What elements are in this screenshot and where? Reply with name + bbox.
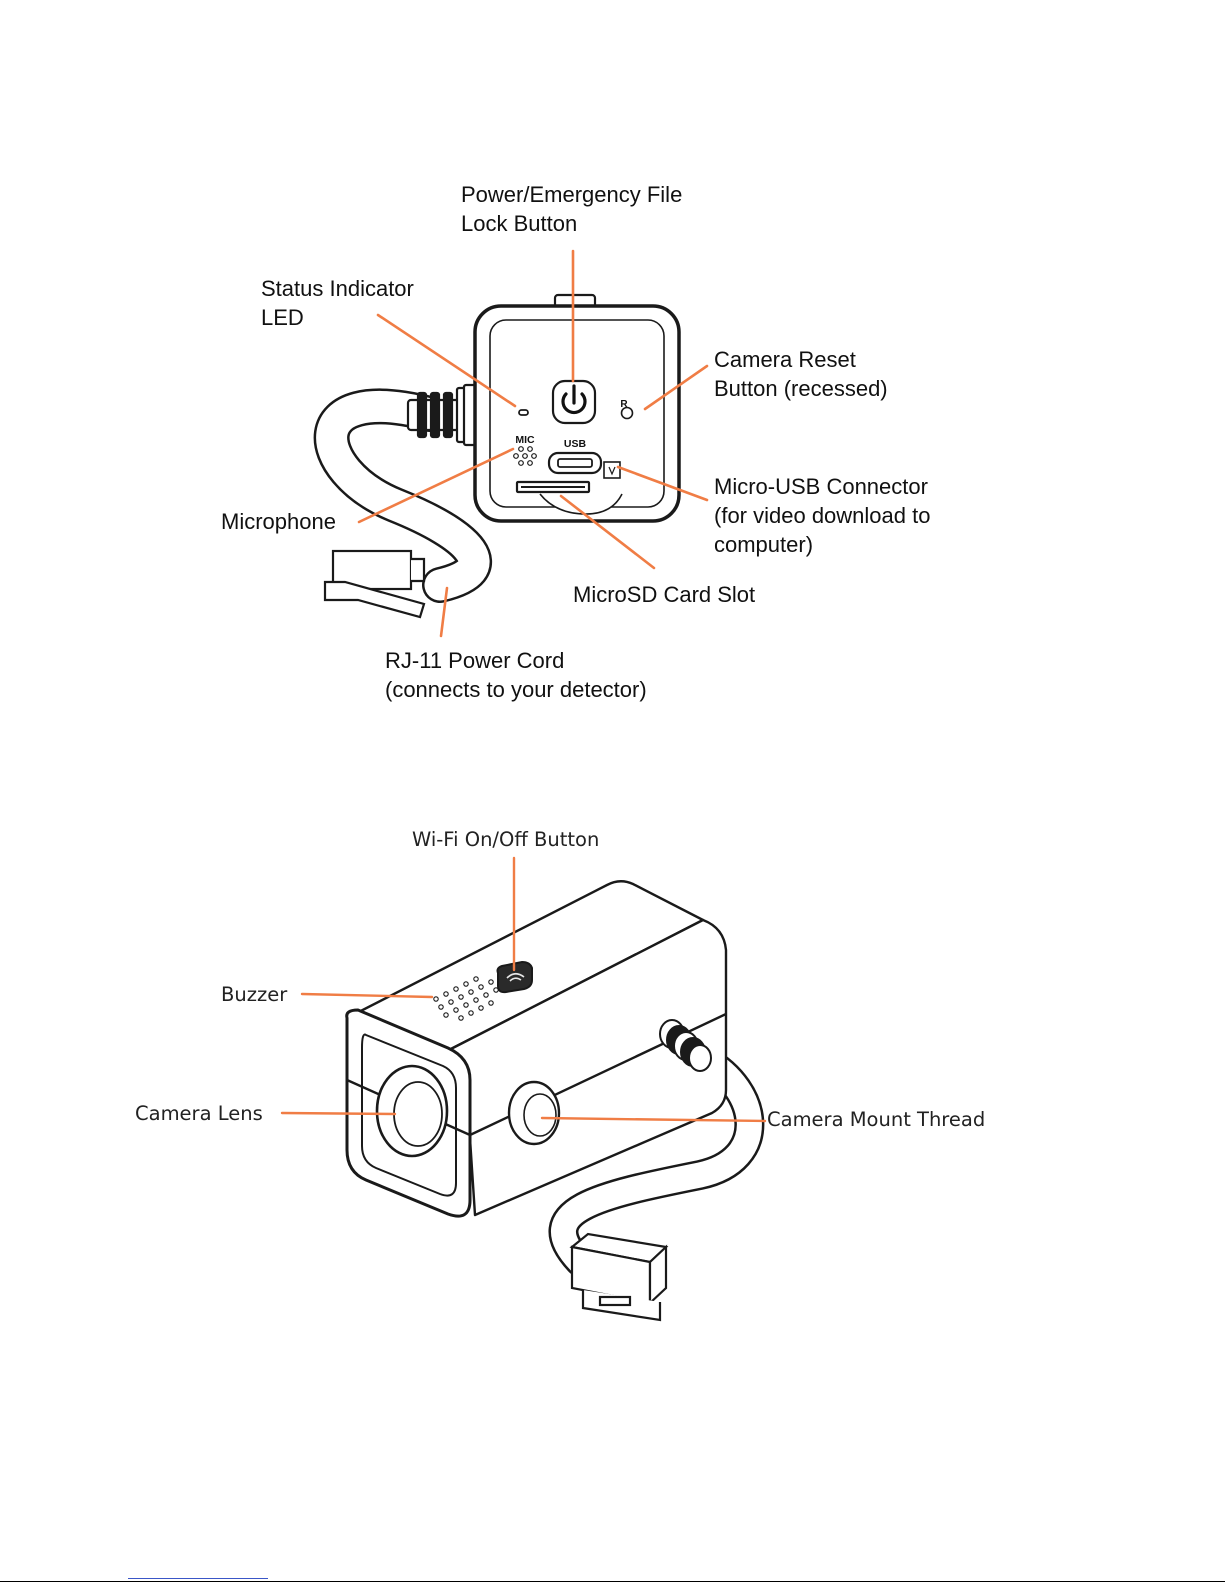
camera-lens-icon: [377, 1066, 447, 1156]
power-label-line: Lock Button: [461, 209, 682, 238]
microsd-slot-icon: [517, 482, 589, 492]
microphone-label: Microphone: [221, 507, 336, 536]
rj11-plug-icon: [325, 551, 424, 617]
power-cord-label-line: (connects to your detector): [385, 675, 647, 704]
mic-mark: MIC: [515, 434, 535, 446]
power-label-line: Power/Emergency File: [461, 180, 682, 209]
status-led-label: Status Indicator LED: [261, 274, 414, 332]
power-button-label: Power/Emergency File Lock Button: [461, 180, 682, 238]
camera-perspective-diagram: [0, 790, 1225, 1350]
usb-mark: USB: [564, 438, 587, 450]
reset-label-line: Button (recessed): [714, 374, 888, 403]
power-cord-label: RJ-11 Power Cord (connects to your detec…: [385, 646, 647, 704]
power-button: [553, 381, 595, 423]
mount-thread-label: Camera Mount Thread: [767, 1108, 985, 1132]
power-cord-label-line: RJ-11 Power Cord: [385, 646, 647, 675]
reset-label-line: Camera Reset: [714, 345, 888, 374]
cord-strain-relief: [408, 385, 476, 445]
status-led: [519, 410, 528, 415]
micro-usb-label-line: (for video download to: [714, 501, 930, 530]
micro-usb-label: Micro-USB Connector (for video download …: [714, 472, 930, 559]
status-led-label-line: Status Indicator: [261, 274, 414, 303]
micro-usb-label-line: computer): [714, 530, 930, 559]
wifi-button-label: Wi-Fi On/Off Button: [412, 828, 599, 852]
buzzer-label: Buzzer: [221, 983, 287, 1007]
camera-lens-label: Camera Lens: [135, 1102, 263, 1126]
footer-link-underline: [128, 1578, 268, 1579]
microphone-label-line: Microphone: [221, 507, 336, 536]
microsd-label: MicroSD Card Slot: [573, 580, 755, 609]
rj11-plug-icon: [572, 1234, 666, 1320]
micro-usb-label-line: Micro-USB Connector: [714, 472, 930, 501]
microsd-label-line: MicroSD Card Slot: [573, 580, 755, 609]
footer-rule: [0, 1581, 1225, 1582]
status-led-label-line: LED: [261, 303, 414, 332]
mount-thread-icon: [509, 1082, 559, 1144]
reset-button-label: Camera Reset Button (recessed): [714, 345, 888, 403]
